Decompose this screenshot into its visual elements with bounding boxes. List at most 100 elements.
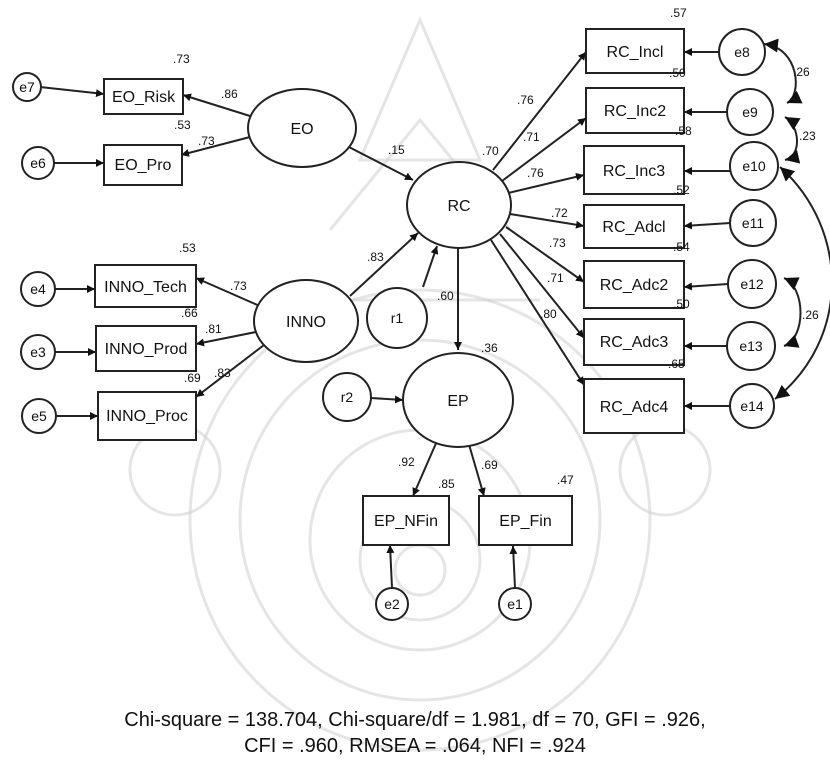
svg-text:.53: .53 [179, 241, 196, 255]
label-inno-prod: INNO_Prod [105, 341, 188, 358]
error-e12 [727, 259, 777, 309]
box-rc-adc2 [583, 260, 685, 309]
label-r1: r1 [391, 310, 404, 326]
error-e10 [729, 141, 779, 191]
label-rc-adc3: RC_Adc3 [600, 334, 669, 351]
edge-e12-rc-adc2 [683, 282, 729, 291]
svg-text:.58: .58 [675, 124, 692, 138]
edge-rc-rc-adc3 [499, 233, 585, 339]
box-rc-incl [585, 28, 685, 74]
cov-e10-e14 [774, 166, 830, 400]
label-eo: EO [290, 121, 313, 138]
label-eo-pro: EO_Pro [115, 157, 172, 174]
label-rc-incl: RC_Incl [607, 44, 664, 61]
error-e14 [729, 383, 775, 429]
box-inno-prod [95, 325, 197, 372]
edge-r1-rc [422, 245, 439, 288]
error-e6 [21, 146, 55, 180]
edge-rc-rc-adcl [509, 213, 585, 229]
svg-text:.73: .73 [230, 279, 247, 293]
svg-text:.71: .71 [547, 271, 564, 285]
svg-text:.60: .60 [437, 289, 454, 303]
svg-text:.23: .23 [799, 129, 816, 143]
svg-text:.86: .86 [221, 87, 238, 101]
error-e5 [21, 398, 57, 434]
edge-rc-rc-inc3 [507, 172, 585, 194]
svg-text:.71: .71 [523, 130, 540, 144]
svg-text:.73: .73 [173, 52, 190, 66]
label-r2: r2 [341, 389, 354, 405]
svg-text:.57: .57 [670, 6, 687, 20]
svg-text:e12: e12 [740, 276, 764, 292]
label-rc: RC [447, 198, 470, 215]
svg-text:.54: .54 [673, 240, 690, 254]
label-eo-risk: EO_Risk [112, 89, 176, 106]
error-e11 [729, 199, 777, 247]
svg-text:.76: .76 [517, 93, 534, 107]
latent-eo [247, 88, 357, 168]
svg-text:.73: .73 [198, 134, 215, 148]
svg-text:e6: e6 [30, 155, 46, 171]
svg-text:e4: e4 [30, 281, 46, 297]
edge-e1-ep-fin [509, 545, 518, 589]
svg-text:.65: .65 [668, 357, 685, 371]
label-ep-fin: EP_Fin [499, 513, 551, 530]
svg-text:.73: .73 [549, 236, 566, 250]
svg-text:e1: e1 [507, 596, 523, 612]
svg-text:e2: e2 [384, 596, 400, 612]
edge-eo-eo-pro [180, 136, 251, 157]
svg-text:.66: .66 [181, 306, 198, 320]
fit-line-2: CFI = .960, RMSEA = .064, NFI = .924 [244, 735, 586, 757]
svg-text:e3: e3 [30, 344, 46, 360]
error-e8 [718, 28, 766, 76]
svg-text:.50: .50 [669, 66, 686, 80]
error-e4 [20, 271, 56, 307]
latent-r2 [322, 372, 372, 422]
label-inno-proc: INNO_Proc [106, 408, 188, 425]
r-squared-labels: .73 .53 .53 .66 .69 .57 .50 .58 .52 .54 … [173, 6, 692, 491]
error-terms: e7 e6 e4 e3 e5 e8 e9 e10 e11 e12 e13 e14… [12, 28, 779, 621]
box-inno-proc [97, 391, 197, 441]
box-ep-nfin [362, 495, 450, 546]
error-e2 [375, 587, 409, 621]
svg-text:.69: .69 [184, 371, 201, 385]
box-inno-tech [94, 264, 197, 308]
error-e7 [12, 72, 42, 102]
cov-e12-e13 [783, 277, 802, 348]
box-rc-adc3 [583, 318, 685, 366]
edge-rc-rc-incl [492, 51, 587, 171]
covariance-labels: .26 .23 .26 [793, 65, 819, 322]
svg-text:.70: .70 [482, 144, 499, 158]
svg-text:.26: .26 [802, 308, 819, 322]
svg-text:.53: .53 [174, 118, 191, 132]
cov-e8-e9 [763, 38, 803, 104]
box-eo-risk [103, 78, 184, 115]
loading-labels: .86 .73 .73 .81 .83 .76 .71 .76 .72 .73 … [198, 87, 568, 472]
svg-text:e5: e5 [31, 408, 47, 424]
edge-ep-ep-fin [467, 440, 486, 497]
latent-ep [402, 352, 514, 448]
svg-text:.80: .80 [540, 307, 557, 321]
svg-text:.85: .85 [438, 477, 455, 491]
label-inno-tech: INNO_Tech [104, 279, 187, 296]
edge-inno-rc [349, 232, 419, 297]
label-ep-nfin: EP_NFin [374, 513, 438, 530]
svg-text:.83: .83 [214, 366, 231, 380]
svg-text:.92: .92 [398, 455, 415, 469]
label-rc-adc4: RC_Adc4 [600, 399, 669, 416]
svg-text:.72: .72 [551, 206, 568, 220]
error-e13 [726, 321, 776, 371]
path-edges [39, 38, 830, 589]
edge-rc-rc-adc4 [490, 239, 585, 386]
edge-ep-ep-nfin [412, 440, 438, 497]
edge-rc-rc-adc2 [505, 226, 585, 283]
latent-r1 [366, 287, 428, 349]
indicator-boxes: EO_Risk EO_Pro INNO_Tech INNO_Prod INNO_… [94, 28, 685, 546]
edge-e7-eo-risk [39, 86, 105, 98]
error-e9 [726, 88, 774, 136]
path-coefficient-labels: .15 .83 .60 [367, 143, 454, 303]
box-rc-adc4 [583, 378, 685, 434]
fit-line-1: Chi-square = 138.704, Chi-square/df = 1.… [124, 709, 705, 731]
svg-text:e13: e13 [739, 338, 763, 354]
